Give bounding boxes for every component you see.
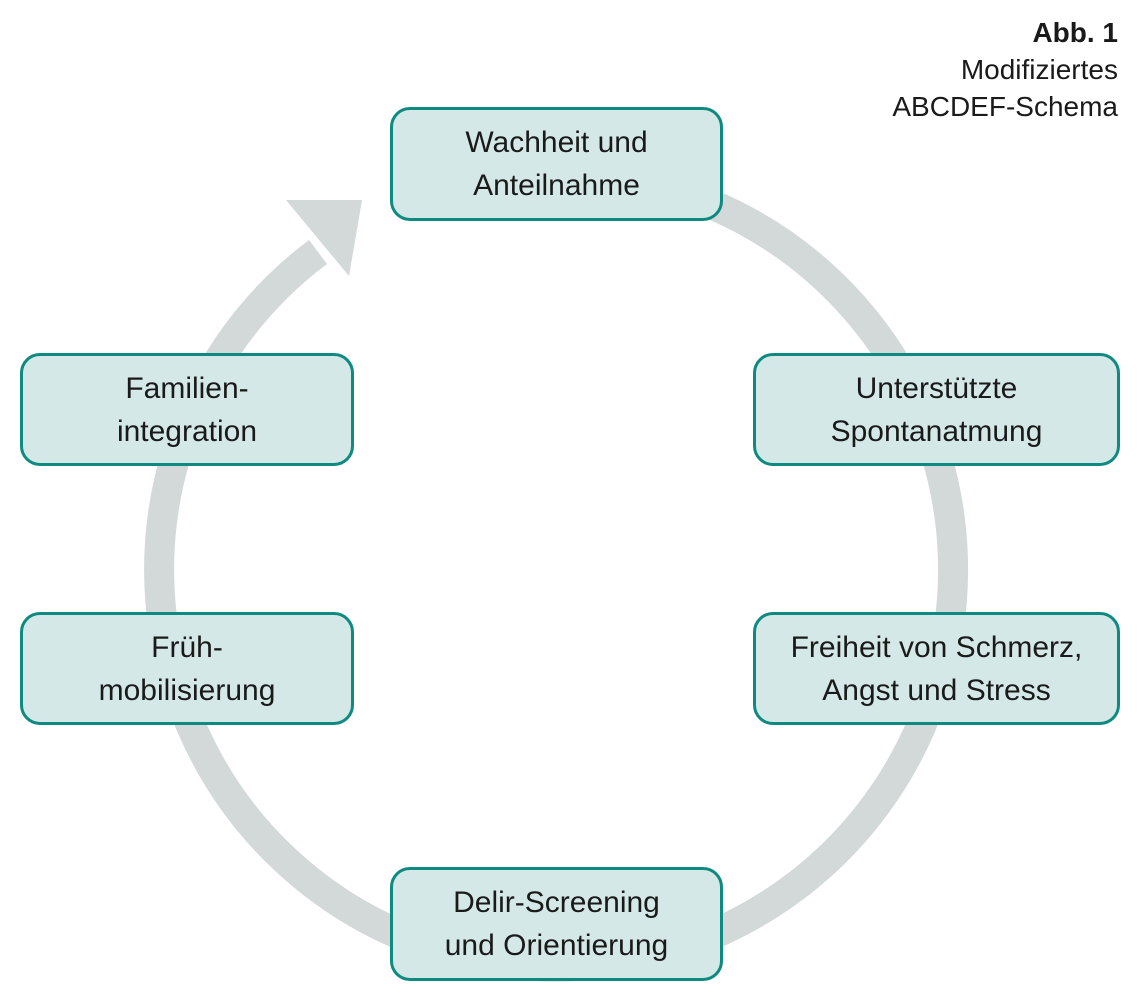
node-fruehmobilisierung: Früh- mobilisierung: [20, 612, 354, 725]
figure-label: Abb. 1: [1032, 17, 1118, 48]
node-familienintegration: Familien- integration: [20, 353, 354, 466]
figure-caption: Abb. 1 Modifiziertes ABCDEF-Schema: [892, 14, 1118, 125]
node-wachheit: Wachheit und Anteilnahme: [390, 107, 723, 221]
node-delir-screening: Delir-Screening und Orientierung: [390, 867, 723, 981]
cycle-arc: [144, 191, 969, 982]
cycle-arrowhead-icon: [286, 200, 362, 276]
node-spontanatmung: Unterstützte Spontanatmung: [753, 353, 1120, 466]
figure-title: Modifiziertes ABCDEF-Schema: [892, 54, 1118, 122]
node-schmerzfreiheit: Freiheit von Schmerz, Angst und Stress: [753, 612, 1120, 725]
